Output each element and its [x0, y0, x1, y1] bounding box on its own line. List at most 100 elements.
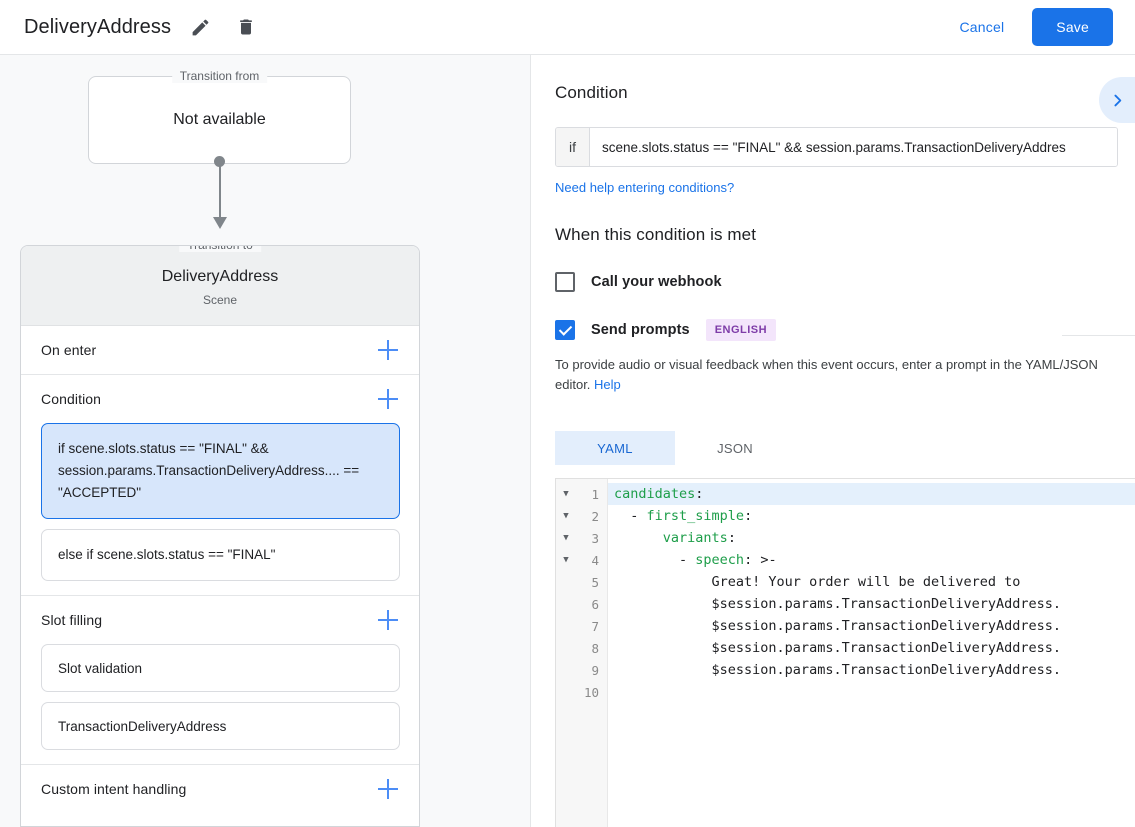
add-on-enter-icon[interactable]	[376, 338, 400, 362]
slot-list-item[interactable]: TransactionDeliveryAddress	[41, 702, 400, 750]
gutter-row: ▼1	[556, 483, 607, 505]
editor-code-area[interactable]: candidates: - first_simple: variants: - …	[608, 479, 1135, 827]
gutter-row: 7	[556, 615, 607, 637]
webhook-checkbox-row[interactable]: Call your webhook	[555, 272, 1111, 292]
line-number: 9	[591, 662, 599, 678]
line-number: 4	[591, 552, 599, 568]
call-webhook-label: Call your webhook	[591, 274, 722, 290]
code-line[interactable]	[608, 681, 1135, 703]
condition-heading: Condition	[555, 83, 628, 102]
save-button[interactable]: Save	[1032, 8, 1113, 46]
line-number: 2	[591, 508, 599, 524]
add-condition-icon[interactable]	[376, 387, 400, 411]
code-line[interactable]: - speech: >-	[608, 549, 1135, 571]
code-line[interactable]: $session.params.TransactionDeliveryAddre…	[614, 618, 1062, 634]
add-custom-intent-icon[interactable]	[376, 777, 400, 801]
section-slot-filling: Slot filling Slot validation Transaction…	[21, 596, 419, 765]
app-header: DeliveryAddress Cancel Save	[0, 0, 1135, 55]
fold-arrow-icon[interactable]: ▼	[563, 555, 569, 565]
fold-arrow-icon[interactable]: ▼	[563, 511, 569, 521]
section-divider	[1062, 335, 1135, 336]
condition-list-item[interactable]: else if scene.slots.status == "FINAL"	[41, 529, 400, 581]
condition-list-item[interactable]: if scene.slots.status == "FINAL" && sess…	[41, 423, 400, 519]
tab-json[interactable]: JSON	[717, 440, 753, 456]
section-header-custom-intent-handling[interactable]: Custom intent handling	[21, 765, 419, 813]
scene-subtitle: Scene	[202, 293, 238, 307]
line-number: 6	[591, 596, 599, 612]
send-prompts-label: Send prompts	[591, 322, 690, 338]
section-header-condition[interactable]: Condition	[21, 375, 419, 423]
gutter-row: 9	[556, 659, 607, 681]
slot-list-item[interactable]: Slot validation	[41, 644, 400, 692]
connector-arrow-icon	[213, 217, 227, 229]
pencil-icon[interactable]	[183, 10, 217, 44]
chevron-right-icon-glyph	[1113, 94, 1121, 106]
connector-dot	[214, 156, 225, 167]
section-title-on-enter: On enter	[41, 342, 97, 358]
code-line[interactable]: $session.params.TransactionDeliveryAddre…	[614, 640, 1062, 656]
code-line[interactable]: variants:	[608, 527, 1135, 549]
code-key: variants	[662, 530, 728, 546]
code-value: :	[727, 530, 736, 546]
prompt-help-link[interactable]: Help	[594, 377, 621, 392]
section-header-slot-filling[interactable]: Slot filling	[21, 596, 419, 644]
scene-header: DeliveryAddress Scene	[21, 246, 419, 326]
code-value: : >-	[744, 552, 777, 568]
send-prompts-row[interactable]: Send prompts ENGLISH	[555, 319, 1111, 341]
transition-to-legend: Transition to	[179, 246, 261, 252]
gutter-row: 6	[556, 593, 607, 615]
code-line[interactable]: Great! Your order will be delivered to	[614, 574, 1021, 590]
section-title-slot-filling: Slot filling	[41, 612, 103, 628]
line-number: 1	[591, 486, 599, 502]
section-condition: Condition if scene.slots.status == "FINA…	[21, 375, 419, 596]
transition-from-legend: Transition from	[171, 69, 268, 83]
condition-section: Condition if Need help entering conditio…	[531, 55, 1135, 197]
code-line[interactable]: $session.params.TransactionDeliveryAddre…	[614, 596, 1062, 612]
connector-line	[219, 162, 221, 219]
fold-arrow-icon[interactable]: ▼	[563, 533, 569, 543]
code-line[interactable]: - first_simple:	[608, 505, 1135, 527]
code-key: candidates	[614, 486, 696, 502]
gutter-row: ▼3	[556, 527, 607, 549]
line-number: 7	[591, 618, 599, 634]
section-custom-intent-handling: Custom intent handling	[21, 765, 419, 813]
scene-graph-panel: Transition from Not available Transition…	[0, 55, 531, 827]
add-slot-filling-icon[interactable]	[376, 608, 400, 632]
code-indent	[614, 530, 663, 546]
section-title-condition: Condition	[41, 391, 102, 407]
section-header-on-enter[interactable]: On enter	[21, 326, 419, 374]
fold-arrow-icon[interactable]: ▼	[563, 489, 569, 499]
section-on-enter: On enter	[21, 326, 419, 375]
transition-from-card: Transition from Not available	[88, 69, 351, 164]
when-met-heading: When this condition is met	[555, 225, 757, 244]
gutter-row: ▼4	[556, 549, 607, 571]
condition-input[interactable]	[590, 128, 1117, 166]
page-title: DeliveryAddress	[24, 15, 172, 38]
code-indent: -	[614, 508, 647, 524]
cancel-button[interactable]: Cancel	[946, 10, 1019, 44]
code-value: :	[744, 508, 753, 524]
editor-tabs: YAML JSON	[555, 431, 795, 465]
line-number: 5	[591, 574, 599, 590]
code-indent: -	[614, 552, 696, 568]
when-condition-met-section: When this condition is met Call your web…	[531, 225, 1135, 395]
trash-icon-glyph	[240, 19, 252, 35]
chevron-right-icon[interactable]	[1099, 77, 1135, 123]
condition-input-row: if	[555, 127, 1118, 167]
scene-name: DeliveryAddress	[161, 268, 279, 285]
gutter-row: 5	[556, 571, 607, 593]
pencil-icon-glyph	[192, 19, 208, 35]
code-key: first_simple	[646, 508, 745, 524]
trash-icon[interactable]	[229, 10, 263, 44]
line-number: 10	[583, 684, 599, 700]
gutter-row: 10	[556, 681, 607, 703]
send-prompts-checkbox[interactable]	[555, 320, 575, 340]
tab-yaml[interactable]: YAML	[555, 431, 675, 465]
code-line[interactable]: candidates:	[608, 483, 1135, 505]
code-line[interactable]: $session.params.TransactionDeliveryAddre…	[614, 662, 1062, 678]
condition-help-link[interactable]: Need help entering conditions?	[555, 180, 735, 195]
code-key: speech	[695, 552, 745, 568]
call-webhook-checkbox[interactable]	[555, 272, 575, 292]
